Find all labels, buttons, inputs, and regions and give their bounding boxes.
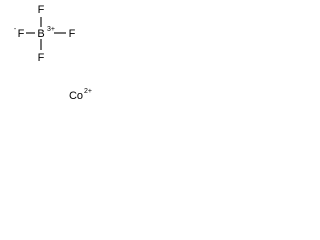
charge-f-left: - (14, 26, 17, 33)
atom-f-left: F (18, 28, 25, 40)
atom-f-right: F (69, 28, 76, 40)
charge-b-center: 3+ (47, 26, 55, 33)
structure-svg: F - F B 3+ F F Co 2+ (14, 4, 92, 102)
atom-f-bottom: F (38, 52, 45, 64)
charge-co: 2+ (84, 88, 92, 95)
atom-b-center: B (37, 28, 44, 40)
molecule-diagram: F - F B 3+ F F Co 2+ (0, 0, 102, 104)
atom-co: Co (69, 90, 83, 102)
atom-f-top: F (38, 4, 45, 16)
